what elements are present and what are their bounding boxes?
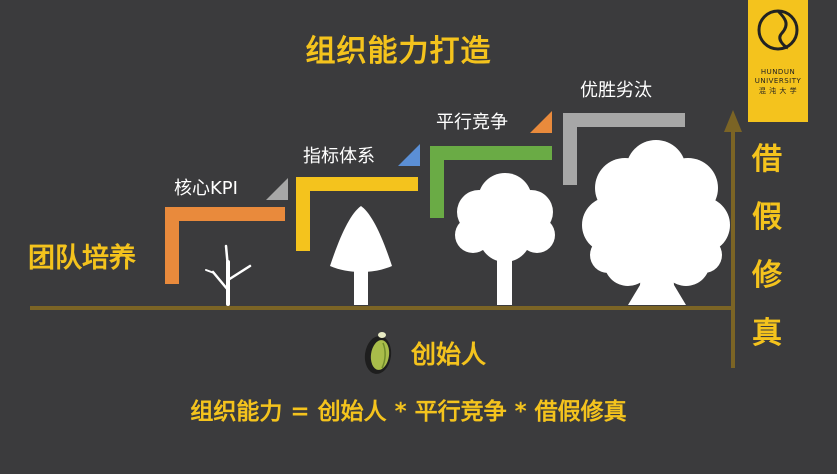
step-label-2: 指标体系 [303,146,375,167]
logo-emblem-icon [757,9,799,51]
logo-text-cn: 混 沌 大 学 [758,87,798,95]
step-label-4: 优胜劣汰 [580,80,652,101]
step-label-1: 核心KPI [174,178,238,199]
step-bracket-4 [563,113,685,185]
logo-text-en2: UNIVERSITY [754,77,802,85]
step-marker-2 [398,144,420,166]
team-training-label: 团队培养 [28,243,136,274]
founder-label: 创始人 [411,340,487,369]
step-bracket-3 [430,146,552,218]
sapling-icon [205,244,252,306]
side-char-2: 假 [752,200,782,235]
ground-line [30,306,732,310]
step-label-3: 平行竞争 [436,112,508,133]
side-char-3: 修 [752,258,782,293]
formula-text: 组织能力 = 创始人 * 平行竞争 * 借假修真 [190,399,627,425]
medium-tree-icon [455,173,555,305]
up-arrow-icon [724,110,742,132]
page-title: 组织能力打造 [305,34,492,69]
side-char-4: 真 [752,316,782,351]
logo-text-en1: HUNDUN [760,68,796,76]
side-char-1: 借 [752,142,782,177]
step-bracket-1 [165,207,285,284]
small-tree-icon [330,206,392,305]
university-logo [748,0,808,122]
step-bracket-2 [296,177,418,251]
step-marker-3 [530,111,552,133]
step-marker-1 [266,178,288,200]
big-tree-icon [582,140,730,305]
seed-icon [364,332,392,374]
vertical-axis-line [731,130,735,368]
